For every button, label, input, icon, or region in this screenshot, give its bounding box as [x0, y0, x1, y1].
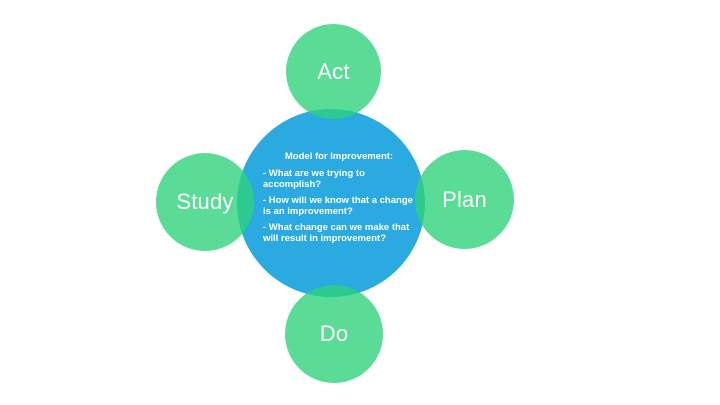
node-plan: Plan — [415, 150, 514, 249]
center-question-3: - What change can we make that will resu… — [263, 222, 410, 245]
node-do: Do — [285, 285, 383, 383]
center-text-block: Model for Improvement: - What are we try… — [263, 151, 415, 244]
center-circle: Model for Improvement: - What are we try… — [237, 109, 425, 297]
node-plan-label: Plan — [442, 186, 487, 212]
center-title: Model for Improvement: — [284, 151, 394, 162]
node-act-label: Act — [317, 58, 350, 84]
node-do-label: Do — [319, 321, 349, 346]
node-study: Study — [156, 153, 254, 251]
center-question-1: - What are we trying to accomplish? — [263, 168, 365, 191]
node-act: Act — [286, 24, 381, 119]
node-study-label: Study — [176, 189, 234, 214]
center-question-2: - How will we know that a change is an i… — [263, 195, 413, 218]
